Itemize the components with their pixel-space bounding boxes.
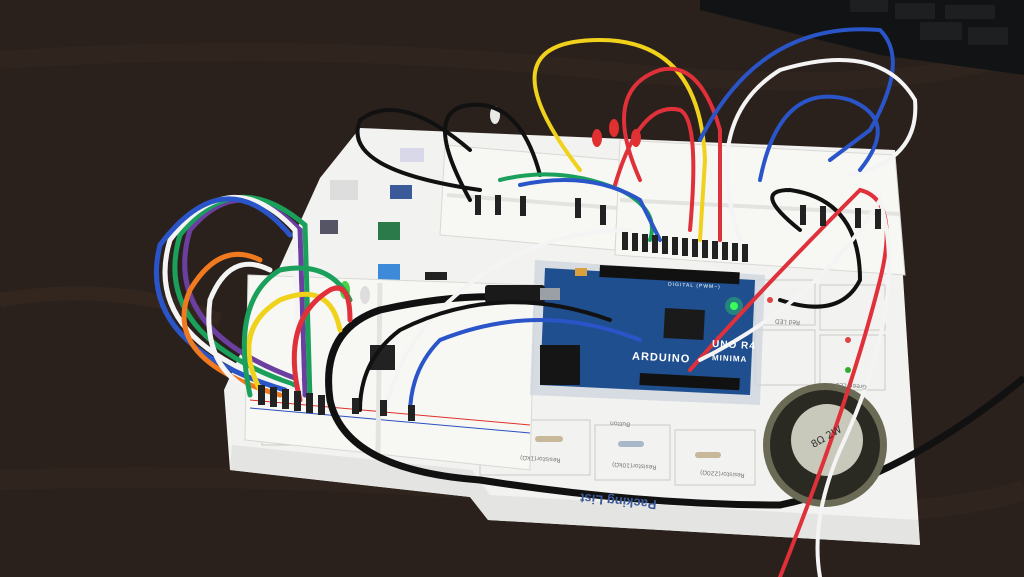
- jumper-pin-ends: [258, 195, 881, 421]
- arduino-variant-label: MINIMA: [711, 353, 748, 364]
- arduino-uno-r4: [530, 260, 765, 405]
- jumper-wires: [355, 27, 918, 577]
- sheet-module-images: [320, 148, 447, 282]
- arduino-model-label: UNO R4: [711, 338, 757, 353]
- ribbon-wires: [153, 194, 353, 403]
- sheet-label-4: Button: [609, 419, 631, 428]
- keyboard: [700, 0, 1024, 75]
- top-breadboard-right: [614, 139, 906, 276]
- resistor-icons: [485, 297, 851, 458]
